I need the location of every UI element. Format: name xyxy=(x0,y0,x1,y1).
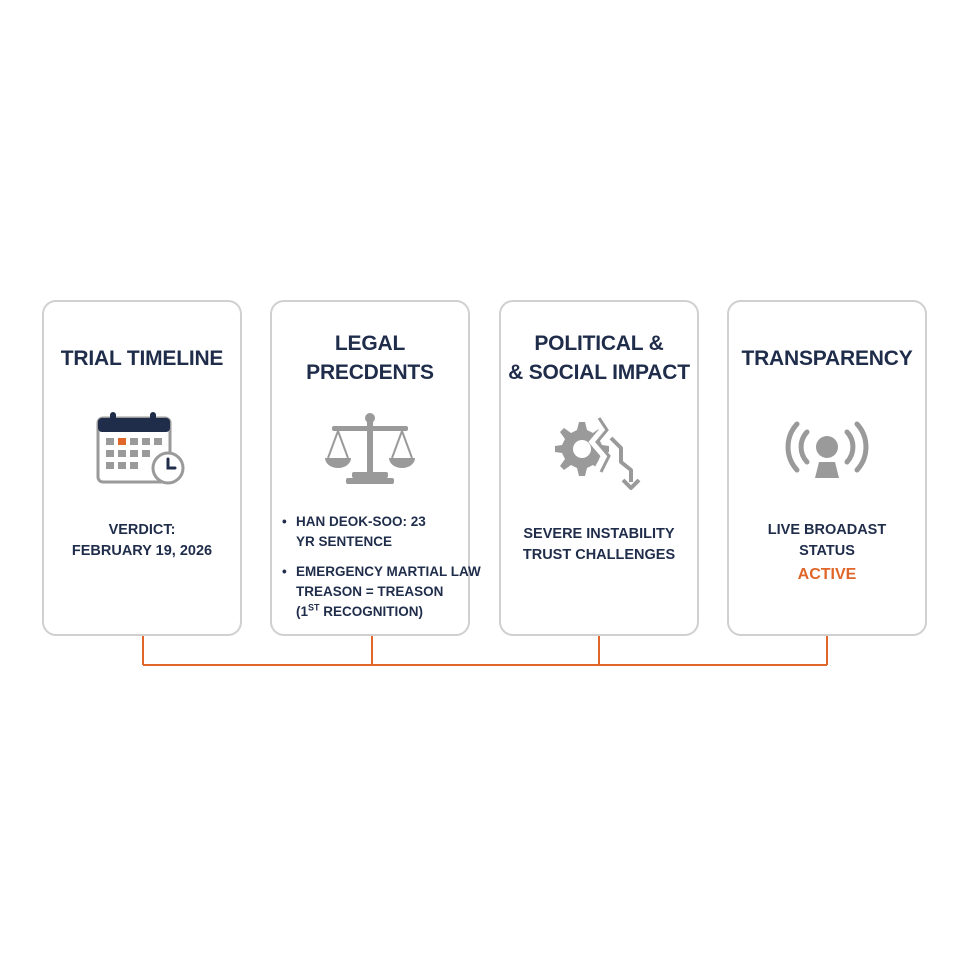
impact-summary: SEVERE INSTABILITY TRUST CHALLENGES xyxy=(522,526,676,563)
broken-gear-arrow-icon xyxy=(555,413,641,490)
card-title: POLITICAL & & SOCIAL IMPACT xyxy=(508,332,690,384)
card-transparency: TRANSPARENCY LIVE BROADAST STATUS ACTIVE xyxy=(727,300,927,636)
card-political-social-impact: POLITICAL & & SOCIAL IMPACT SEVERE INSTA… xyxy=(499,300,699,636)
card-trial-timeline: TRIAL TIMELINE VERDICT: FEBRUARY 19, 202… xyxy=(42,300,242,636)
calendar-clock-icon xyxy=(96,411,185,484)
verdict-date: VERDICT: FEBRUARY 19, 2026 xyxy=(71,522,213,559)
card-title: TRANSPARENCY xyxy=(741,346,913,370)
precedent-list: • HAN DEOK-SOO: 23 YR SENTENCE • EMERGEN… xyxy=(282,512,481,632)
broadcast-icon xyxy=(785,421,869,478)
card-title: TRIAL TIMELINE xyxy=(60,346,224,370)
status-badge: ACTIVE xyxy=(797,566,857,583)
broadcast-status: LIVE BROADAST STATUS ACTIVE xyxy=(729,520,925,588)
card-title: LEGAL PRECDENTS xyxy=(306,332,434,384)
card-legal-precedents: LEGAL PRECDENTS • HAN DEOK-SOO: 23 YR SE… xyxy=(270,300,481,636)
list-item: • EMERGENCY MARTIAL LAW TREASON = TREASO… xyxy=(282,564,481,619)
list-item: • HAN DEOK-SOO: 23 YR SENTENCE xyxy=(282,514,426,549)
scales-of-justice-icon xyxy=(325,412,415,484)
